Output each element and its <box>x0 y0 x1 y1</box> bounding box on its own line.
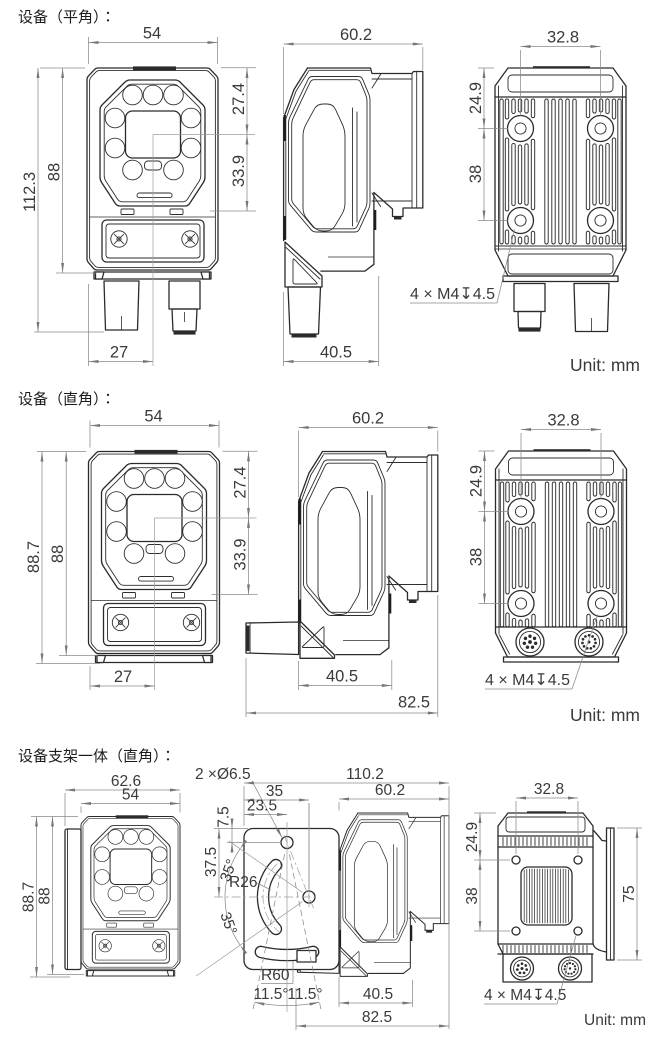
dim-ra-front-overall-height: 88.7 <box>25 541 43 573</box>
unit-label-right-angle: Unit: mm <box>570 705 640 725</box>
side-body-instance <box>282 66 424 273</box>
side-foot-left-instance <box>245 620 336 659</box>
dim-flat-front-body-height: 88 <box>46 163 64 181</box>
note-br-holes: 2 ×Ø6.5 <box>195 766 251 783</box>
section-title-flat: 设备（平角）： <box>18 6 116 27</box>
bracket-side-annotations: 35° 35° R26 R60 11.5° 11.5° 2 ×Ø6.5 110.… <box>195 766 450 1030</box>
side-body-instance <box>338 812 450 975</box>
dim-ra-side-depth: 60.2 <box>352 410 384 428</box>
dim-br-front-width-with-bracket: 62.6 <box>111 773 141 790</box>
dim-br-hole1-offset: 23.5 <box>247 798 277 815</box>
flat-side-dimensions: 60.2 40.5 <box>283 26 424 366</box>
front-base-instance <box>86 65 219 280</box>
section-device-with-bracket: 设备支架一体（直角）： 62.6 54 88.7 88 35° 35° R26 … <box>18 745 646 1030</box>
unit-label-flat: Unit: mm <box>570 355 640 375</box>
dim-br-overall-depth-top: 110.2 <box>346 766 384 783</box>
flat-side-view <box>282 66 424 339</box>
comb-bands <box>497 835 594 955</box>
ra-back-view <box>494 448 628 663</box>
front-plugs-instance <box>103 280 201 336</box>
dim-br-back-hole-spacing-h: 32.8 <box>534 781 564 798</box>
dim-ra-back-hole-spacing-h: 32.8 <box>547 412 579 430</box>
dim-br-back-hole-from-top: 24.9 <box>464 822 481 852</box>
bracket-arc-slot <box>256 858 283 936</box>
back-base-instance <box>494 448 628 635</box>
ra-front-view <box>87 449 257 690</box>
dim-flat-center-offset: 27 <box>110 344 128 362</box>
side-foot-down-instance <box>284 241 323 339</box>
note-ra-thread: 4 × M4↧4.5 <box>485 672 570 689</box>
dim-ra-side-front-depth: 40.5 <box>326 668 358 686</box>
dim-br-angle-lower: 35° <box>216 910 240 937</box>
dim-br-back-hole-spacing-v: 38 <box>464 887 481 904</box>
bracket-back-view <box>497 811 615 983</box>
dim-br-device-depth: 60.2 <box>375 782 405 799</box>
dim-br-slot-radius: R26 <box>229 874 257 891</box>
dim-br-front-overall-height: 88.7 <box>21 882 38 912</box>
dim-br-back-plate-height: 75 <box>621 885 638 902</box>
section-device-right-angle: 设备（直角）： 54 88.7 88 27.4 33.9 27 60.2 40.… <box>18 388 640 725</box>
dim-flat-lens-from-top: 27.4 <box>230 83 248 115</box>
note-br-thread: 4 × M4↧4.5 <box>484 987 566 1004</box>
dim-ra-front-body-height: 88 <box>49 545 67 563</box>
ra-side-dimensions: 60.2 40.5 82.5 <box>245 410 439 717</box>
bracket-front-view <box>64 814 181 977</box>
note-flat-thread: 4 × M4↧4.5 <box>410 286 495 303</box>
unit-label-bracket: Unit: mm <box>584 1012 646 1029</box>
dim-flat-front-width: 54 <box>143 25 161 43</box>
back-base-instance <box>494 65 627 252</box>
dim-ra-center-offset: 27 <box>114 668 132 686</box>
dim-flat-side-depth: 60.2 <box>340 26 372 44</box>
dim-br-front-body-height: 88 <box>37 887 54 904</box>
section-device-flat: 设备（平角）： 54 112.3 88 27.4 33.9 27 60.2 40… <box>18 6 640 375</box>
bracket-plate-face <box>243 827 340 971</box>
bracket-front-dimensions: 62.6 54 88.7 88 <box>21 773 181 978</box>
dim-flat-lens-to-seam: 33.9 <box>230 155 248 187</box>
dim-ra-back-hole-spacing-v: 38 <box>468 548 486 566</box>
dim-br-angle-bl: 11.5° <box>253 986 288 1003</box>
dim-br-angle-upper: 35° <box>217 857 241 884</box>
dim-br-hole2-from-top: 37.5 <box>203 847 220 877</box>
dim-br-hole2-offset: 35 <box>266 783 283 800</box>
dim-ra-lens-to-seam: 33.9 <box>232 538 250 570</box>
side-body-instance <box>297 450 439 656</box>
dim-ra-side-overall-depth: 82.5 <box>398 694 430 712</box>
dim-br-angle-br: 11.5° <box>287 986 322 1003</box>
bracket-side-view <box>243 812 450 977</box>
front-base-instance <box>80 814 181 977</box>
dim-br-overall-depth: 82.5 <box>362 1009 392 1026</box>
dim-flat-back-hole-from-top: 24.9 <box>467 82 485 114</box>
fin-patch <box>520 866 573 926</box>
dim-br-bottom-slot-radius: R60 <box>261 967 290 984</box>
ra-front-dimensions: 54 88.7 88 27.4 33.9 27 <box>25 408 258 690</box>
bracket-back-dimensions: 32.8 24.9 38 75 4 × M4↧4.5 <box>464 781 642 1005</box>
front-base-instance <box>87 449 221 664</box>
m12-connectors-bracket <box>509 956 583 981</box>
dim-ra-back-hole-from-top: 24.9 <box>468 465 486 497</box>
dim-br-hole1-from-top: 7.5 <box>216 806 233 828</box>
flat-back-dimensions: 32.8 24.9 38 4 × M4↧4.5 <box>410 29 601 304</box>
dim-flat-side-front-depth: 40.5 <box>320 344 352 362</box>
ra-back-dimensions: 32.8 24.9 38 4 × M4↧4.5 <box>468 412 602 690</box>
flat-front-view <box>86 65 255 366</box>
section-title-right-angle: 设备（直角）： <box>18 388 116 409</box>
flat-front-dimensions: 54 112.3 88 27.4 33.9 27 <box>21 25 256 366</box>
flat-back-view <box>494 65 627 333</box>
back-bot2-instance <box>494 626 628 663</box>
dim-flat-back-hole-spacing-v: 38 <box>467 165 485 183</box>
dim-flat-front-overall-height: 112.3 <box>21 172 39 212</box>
dim-ra-front-width: 54 <box>144 408 162 426</box>
section-title-bracket: 设备支架一体（直角）： <box>18 745 176 766</box>
dim-br-front-depth: 40.5 <box>363 986 393 1003</box>
bracket-plate-edge <box>64 828 82 971</box>
dim-flat-back-hole-spacing-h: 32.8 <box>547 29 579 47</box>
dim-ra-lens-from-top: 27.4 <box>232 466 250 498</box>
dim-br-front-width: 54 <box>122 787 140 804</box>
ra-side-view <box>245 450 439 659</box>
plate-holes <box>511 855 583 936</box>
back-bot1-instance <box>494 245 627 333</box>
